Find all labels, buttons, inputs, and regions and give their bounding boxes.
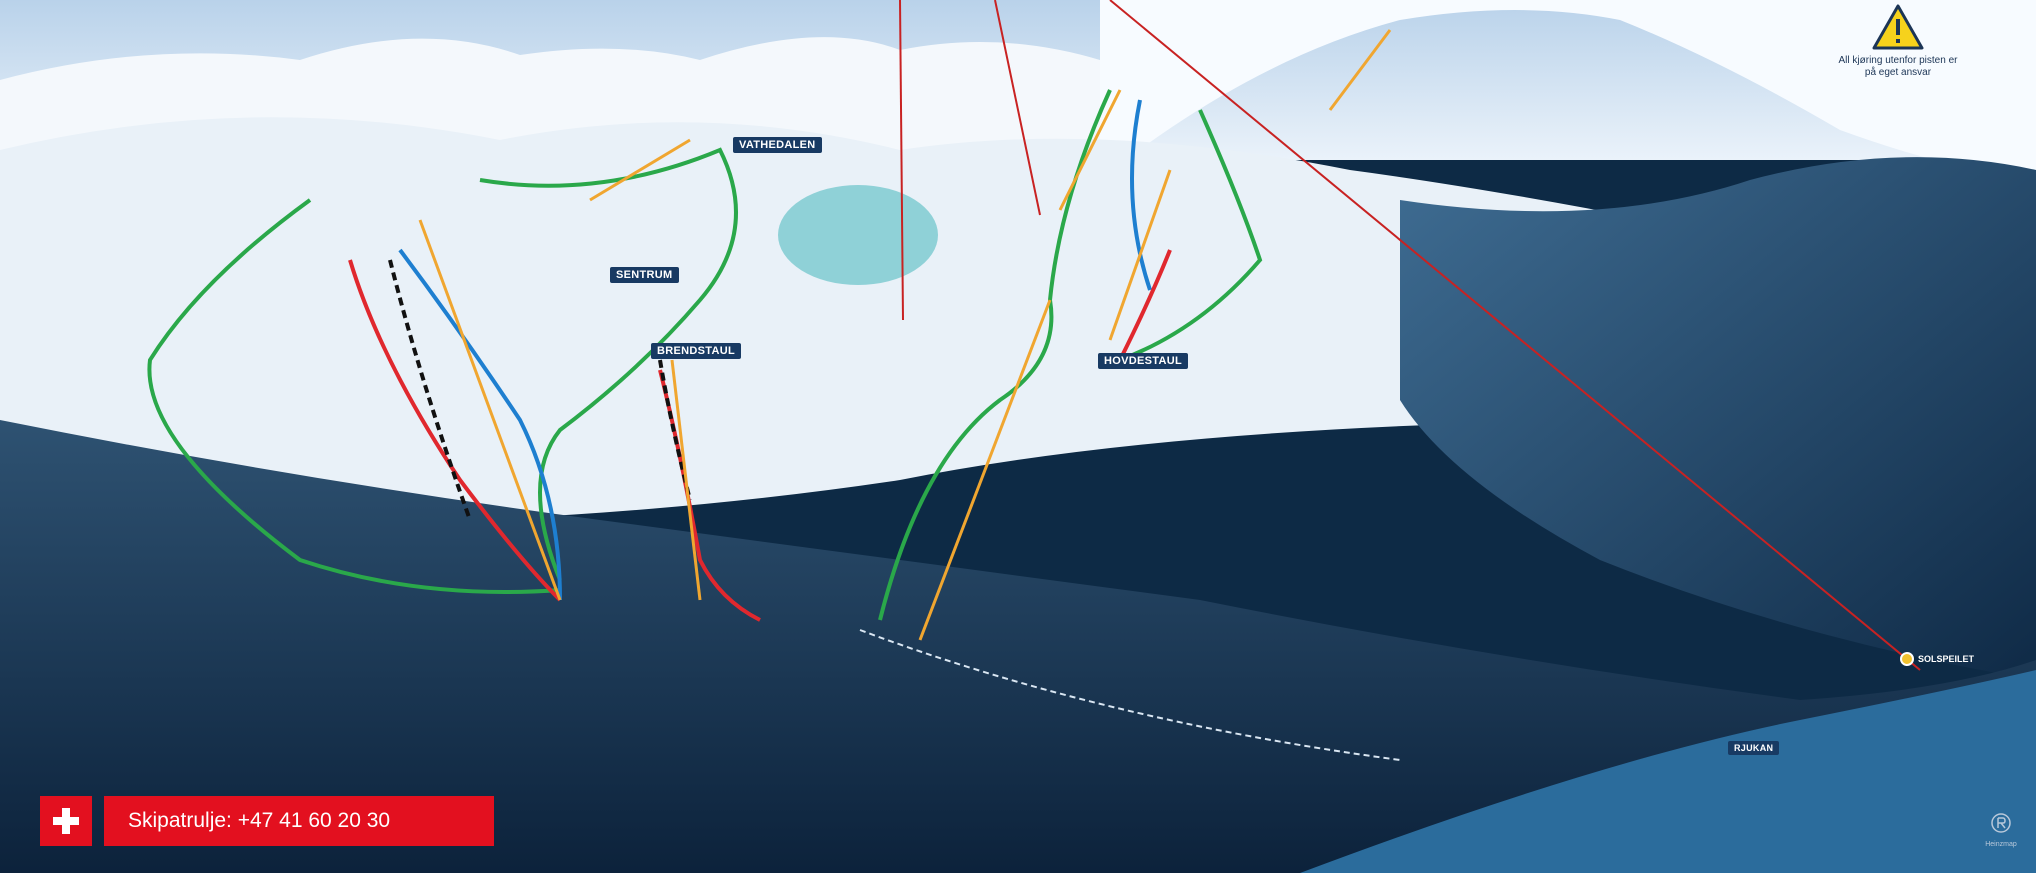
green-slope-4 xyxy=(1119,109,1263,362)
sun-icon xyxy=(1900,652,1914,666)
brand-text: Heinzmap xyxy=(1985,841,2017,848)
brand-mark-icon xyxy=(1991,813,2011,833)
lake xyxy=(778,185,938,285)
blue-slope-2 xyxy=(1130,99,1152,291)
lift-3 xyxy=(918,299,1052,641)
solspeilet-marker[interactable]: SOLSPEILET xyxy=(1900,652,1974,666)
place-label-sentrum[interactable]: SENTRUM xyxy=(610,267,679,283)
aerial-lift-line-2 xyxy=(994,0,1041,216)
brand-logo: Heinzmap xyxy=(1976,812,2026,848)
lift-1 xyxy=(418,219,562,601)
place-label-rjukan[interactable]: RJUKAN xyxy=(1728,741,1780,755)
red-slope-3 xyxy=(1118,249,1172,361)
lift-5 xyxy=(1058,89,1122,211)
aerial-lift-line-1 xyxy=(899,0,904,321)
blue-slope-1 xyxy=(398,248,562,601)
ski-patrol-banner: Skipatrulje: +47 41 60 20 30 xyxy=(40,796,494,846)
town-valley xyxy=(1300,670,2036,873)
aerial-lift-line-3 xyxy=(1109,0,1921,671)
lift-4 xyxy=(1108,169,1172,341)
black-slope-2 xyxy=(658,359,692,501)
cliff-valley xyxy=(1400,157,2036,681)
solspeilet-label: SOLSPEILET xyxy=(1918,654,1975,664)
road xyxy=(859,629,1401,761)
place-label-hovdestaul[interactable]: HOVDESTAUL xyxy=(1098,353,1188,369)
green-slope-2 xyxy=(147,198,561,594)
lift-7 xyxy=(1328,29,1392,111)
ski-patrol-phone[interactable]: Skipatrulje: +47 41 60 20 30 xyxy=(104,796,494,846)
green-slope-3 xyxy=(878,89,1112,621)
big-peak xyxy=(1100,0,2036,180)
place-label-brendstaul[interactable]: BRENDSTAUL xyxy=(651,343,741,359)
first-aid-icon xyxy=(40,796,92,846)
place-label-vathedalen[interactable]: VATHEDALEN xyxy=(733,137,822,153)
black-slope-1 xyxy=(388,259,472,521)
warning-text: All kjøring utenfor pisten er på eget an… xyxy=(1838,55,1958,78)
lift-2 xyxy=(670,359,702,601)
forest xyxy=(0,420,2036,873)
warning-triangle-icon xyxy=(1872,4,1924,50)
off-piste-warning: All kjøring utenfor pisten er på eget an… xyxy=(1838,4,1958,79)
ski-patrol-text: Skipatrulje: +47 41 60 20 30 xyxy=(128,809,391,832)
lift-6 xyxy=(589,138,691,202)
